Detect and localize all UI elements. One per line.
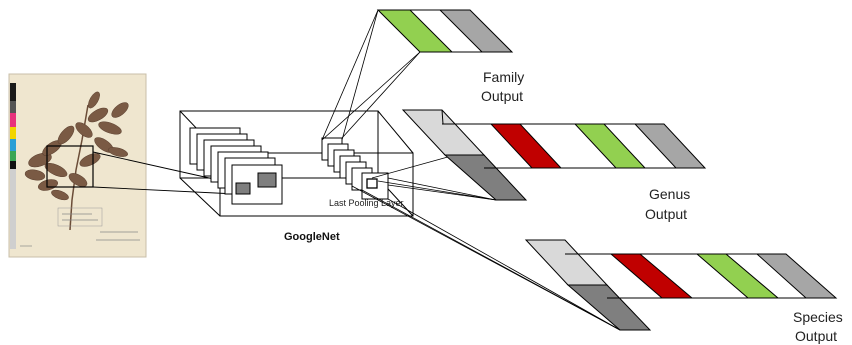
genus-fc-red: [489, 123, 563, 169]
species-fc-gray: [755, 253, 838, 299]
family-output-label-line2: Output: [481, 88, 523, 104]
specimen-label-scribbles: [20, 207, 140, 247]
species-branch: [524, 239, 838, 331]
network-label: GoogleNet: [284, 231, 340, 243]
species-output-label-line1: Species: [793, 309, 843, 325]
family-branch: [376, 9, 514, 53]
family-output-label-line1: Family: [483, 69, 524, 85]
color-calibration-strip: [10, 83, 16, 249]
crop-region: [46, 145, 94, 188]
genus-fc-green: [573, 123, 647, 169]
genus-output-label-line1: Genus: [649, 186, 690, 202]
species-concat-dark: [566, 284, 652, 331]
species-fc-red: [609, 253, 694, 299]
species-concat-light: [524, 239, 609, 286]
genus-output-label-line2: Output: [645, 206, 687, 222]
pooling-layer-label: Last Pooling Layer: [329, 198, 404, 208]
family-fc-green: [376, 9, 454, 53]
family-fc-gray: [438, 9, 514, 53]
genus-concat-light: [401, 109, 486, 156]
species-output-label-line2: Output: [795, 328, 837, 344]
feature-maps-left: [189, 127, 283, 205]
plant-specimen: [24, 91, 129, 231]
genus-branch: [401, 109, 707, 201]
herbarium-specimen-image: [8, 73, 147, 258]
genus-fc-gray: [633, 123, 707, 169]
genus-concat-dark: [443, 154, 528, 201]
branch-connection-lines: [321, 9, 621, 331]
feature-maps-right: [321, 137, 389, 200]
